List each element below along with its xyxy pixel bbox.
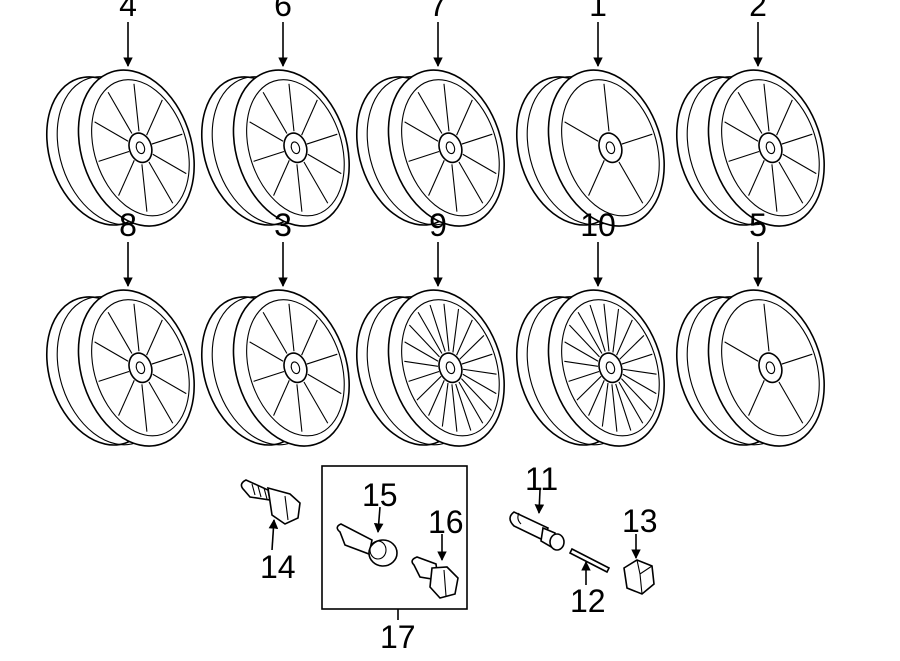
wheel-7[interactable]: 7 — [339, 0, 524, 241]
callout-3: 3 — [274, 207, 292, 243]
callout-7: 7 — [429, 0, 447, 23]
callout-8: 8 — [119, 207, 137, 243]
lock-bolt-part[interactable]: 15 — [336, 477, 398, 567]
lock-key-part[interactable]: 16 — [411, 504, 464, 599]
callout-11: 11 — [525, 461, 558, 497]
wheel-10[interactable]: 10 — [499, 207, 684, 461]
lock-kit-box[interactable]: 17 — [321, 465, 468, 655]
callout-2: 2 — [749, 0, 767, 23]
callout-16: 16 — [428, 504, 464, 540]
callout-1: 1 — [589, 0, 607, 23]
wheel-2[interactable]: 2 — [659, 0, 844, 241]
callout-5: 5 — [749, 207, 767, 243]
valve-cap-part[interactable]: 13 — [622, 503, 658, 595]
wheels-group: 4 6 7 1 2 8 3 9 10 5 — [29, 0, 844, 461]
callout-4: 4 — [119, 0, 137, 23]
wheel-1[interactable]: 1 — [499, 0, 684, 241]
wheel-3[interactable]: 3 — [184, 207, 369, 461]
valve-core-part[interactable]: 12 — [568, 547, 611, 619]
wheel-8[interactable]: 8 — [29, 207, 214, 461]
callout-12: 12 — [570, 583, 606, 619]
wheel-6[interactable]: 6 — [184, 0, 369, 241]
callout-14: 14 — [260, 549, 296, 585]
callout-13: 13 — [622, 503, 658, 539]
valve-stem-part[interactable]: 11 — [509, 461, 565, 551]
wheel-5[interactable]: 5 — [659, 207, 844, 461]
callout-17: 17 — [380, 619, 416, 655]
callout-15: 15 — [362, 477, 398, 513]
wheel-bolt-part[interactable]: 14 — [240, 479, 301, 585]
wheel-4[interactable]: 4 — [29, 0, 214, 241]
callout-10: 10 — [580, 207, 616, 243]
callout-6: 6 — [274, 0, 292, 23]
callout-9: 9 — [429, 207, 447, 243]
wheel-9[interactable]: 9 — [339, 207, 524, 461]
